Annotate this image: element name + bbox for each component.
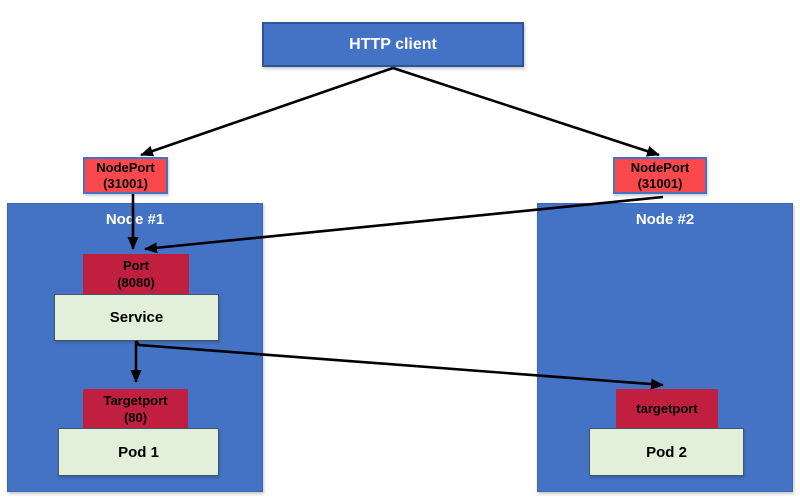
node2-pod-label: Pod 2 (646, 443, 687, 461)
node1-pod-label: Pod 1 (118, 443, 159, 461)
node2-pod-box: Pod 2 (589, 428, 744, 476)
node1-service-box: Service (54, 294, 219, 341)
node1-targetport-number: (80) (123, 409, 148, 425)
nodeport-right-title: NodePort (630, 159, 690, 175)
arrow-client-to-nodeport-left (140, 66, 394, 157)
nodeport-left-number: (31001) (103, 175, 148, 191)
node2-targetport-title: targetport (636, 401, 698, 416)
nodeport-right-box: NodePort (31001) (613, 157, 707, 194)
nodeport-right-number: (31001) (637, 175, 683, 191)
node1-label: Node #1 (105, 211, 165, 228)
arrow-client-to-nodeport-right (392, 66, 660, 157)
node2-targetport-box: targetport (616, 389, 718, 428)
node1-box: Node #1 Port (8080) Service Targetport (… (7, 203, 263, 492)
node1-port-number: (8080) (117, 275, 155, 290)
node1-service-label: Service (109, 309, 164, 326)
node1-targetport-title: Targetport (103, 392, 168, 408)
nodeport-left-box: NodePort (31001) (83, 157, 168, 194)
node1-port-box: Port (8080) (83, 254, 189, 294)
node1-pod-box: Pod 1 (58, 428, 219, 476)
node2-box: Node #2 targetport Pod 2 (537, 203, 793, 492)
http-client-label: HTTP client (349, 35, 437, 53)
nodeport-left-title: NodePort (96, 159, 155, 175)
node1-targetport-box: Targetport (80) (83, 389, 188, 428)
node2-label: Node #2 (635, 211, 695, 228)
http-client-box: HTTP client (262, 22, 524, 67)
node1-port-title: Port (123, 258, 149, 273)
